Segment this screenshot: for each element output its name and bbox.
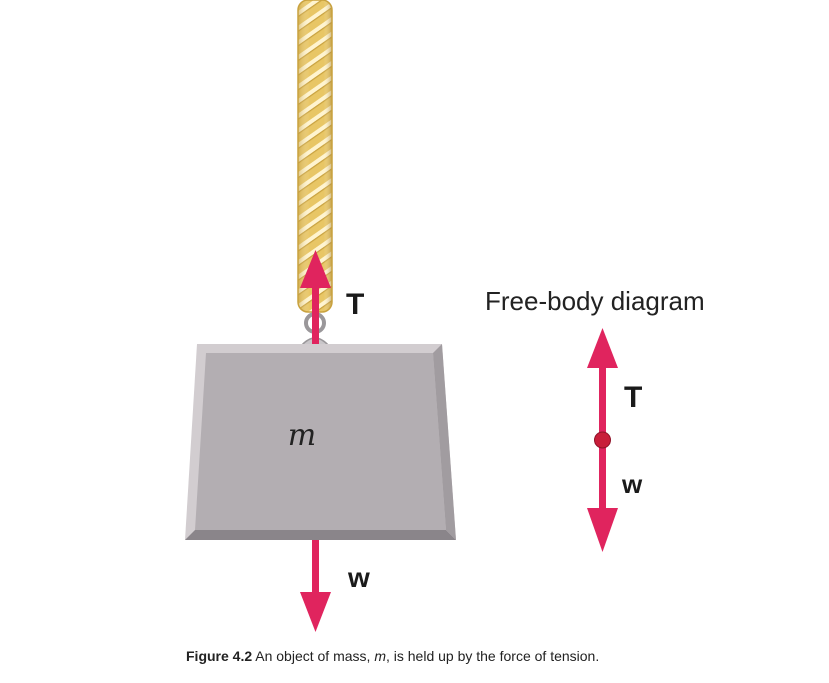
caption-variable: m — [374, 648, 386, 664]
figure-caption: Figure 4.2 An object of mass, m, is held… — [186, 648, 806, 664]
free-body-weight-arrow — [587, 440, 618, 552]
free-body-point — [594, 431, 611, 449]
caption-text-after: , is held up by the force of tension. — [385, 648, 600, 664]
free-body-tension-arrow — [587, 328, 618, 440]
free-body-weight-label: w — [621, 469, 643, 499]
free-body-tension-label: T — [624, 381, 642, 414]
figure-number: Figure 4.2 — [186, 648, 253, 664]
tension-arrow — [300, 250, 331, 344]
tension-label: T — [346, 288, 364, 321]
caption-text-before: An object of mass, — [252, 648, 375, 664]
weight-label: w — [347, 562, 370, 593]
free-body-title: Free-body diagram — [485, 286, 705, 316]
mass-label: m — [288, 418, 316, 453]
hanging-block: m — [185, 344, 456, 540]
rope — [297, 0, 333, 313]
weight-arrow — [300, 540, 331, 632]
